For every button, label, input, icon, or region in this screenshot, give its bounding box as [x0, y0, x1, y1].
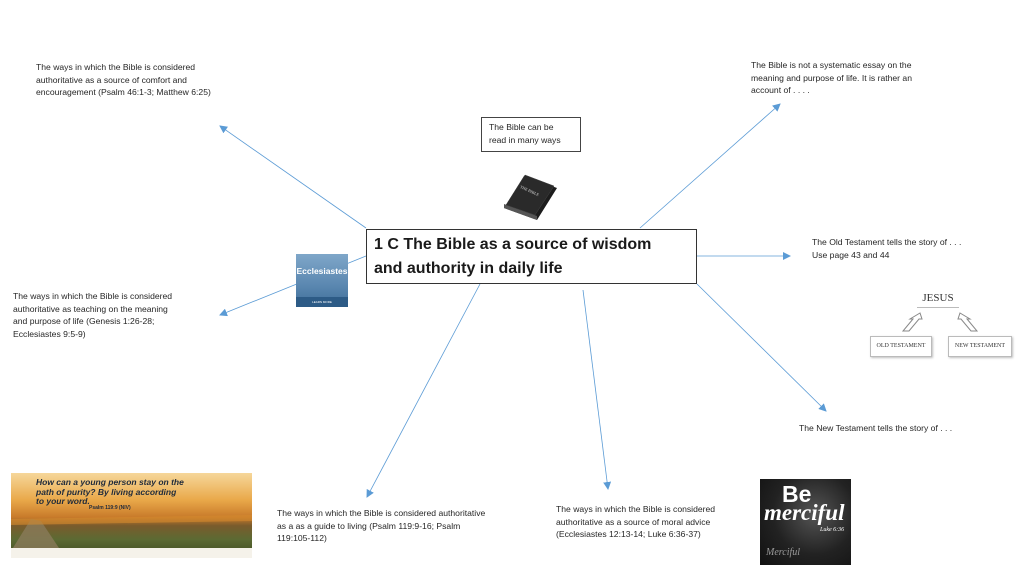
be-merciful-watermark: Merciful — [766, 547, 801, 558]
psalm-sunset-image: How can a young person stay on the path … — [11, 473, 252, 558]
note-guide-line: The ways in which the Bible is considere… — [277, 508, 486, 518]
jesus-split-arrows-icon — [901, 312, 979, 332]
main-title-box: 1 C The Bible as a source of wisdom and … — [366, 229, 697, 284]
note-systematic-line: meaning and purpose of life. It is rathe… — [751, 72, 912, 83]
new-testament-label: NEW TESTAMENT — [948, 336, 1012, 357]
arrow-to-guide — [366, 283, 481, 498]
jesus-label: JESUS — [917, 290, 959, 308]
note-teaching-line: and purpose of life (Genesis 1:26-28; — [13, 316, 155, 326]
ecclesiastes-footer: LEARN MORE — [296, 297, 348, 307]
psalm-caption-strip — [11, 548, 252, 558]
ecclesiastes-title: Ecclesiastes — [296, 266, 348, 276]
note-teaching-line: authoritative as teaching on the meaning — [13, 303, 168, 314]
jesus-diagram: JESUS OLD TESTAMENT NEW TESTAMENT — [870, 290, 1012, 360]
note-comfort: The ways in which the Bible is considere… — [36, 61, 266, 99]
main-title-line: and authority in daily life — [374, 260, 563, 277]
ecclesiastes-image: Ecclesiastes LEARN MORE — [296, 254, 348, 307]
note-moral: The ways in which the Bible is considere… — [556, 503, 756, 541]
be-merciful-title: Be — [782, 481, 812, 507]
note-new-testament: The New Testament tells the story of . .… — [799, 423, 953, 433]
read-many-ways-box: The Bible can be read in many ways — [481, 117, 581, 152]
be-merciful-reference: Luke 6:36 — [820, 527, 845, 533]
note-moral-line: authoritative as a source of moral advic… — [556, 516, 711, 527]
arrow-to-moral — [582, 289, 612, 490]
note-guide: The ways in which the Bible is considere… — [277, 507, 537, 545]
note-guide-line: 119:105-112) — [277, 533, 327, 543]
note-systematic-line: account of . . . . — [751, 85, 810, 95]
note-systematic-line: The Bible is not a systematic essay on t… — [751, 60, 912, 70]
note-old-testament-line: Use page 43 and 44 — [812, 249, 890, 260]
note-moral-line: The ways in which the Bible is considere… — [556, 504, 716, 514]
note-teaching-line: Ecclesiastes 9:5-9) — [13, 328, 86, 339]
arrow-to-new-testament — [696, 283, 827, 412]
note-comfort-line: authoritative as a source of comfort and — [36, 74, 187, 85]
be-merciful-subtitle: merciful — [764, 500, 845, 525]
read-many-ways-line: The Bible can be — [489, 122, 554, 132]
note-teaching-line: The ways in which the Bible is considere… — [13, 291, 173, 301]
note-comfort-line: encouragement (Psalm 46:1-3; Matthew 6:2… — [36, 87, 211, 97]
old-testament-label: OLD TESTAMENT — [870, 336, 932, 357]
dirt-road-graphic — [11, 515, 252, 551]
arrow-to-systematic — [639, 103, 781, 229]
note-moral-line: (Ecclesiastes 12:13-14; Luke 6:36-37) — [556, 529, 701, 539]
arrow-to-comfort — [219, 125, 367, 229]
be-merciful-image: Be merciful Luke 6:36 Merciful — [760, 479, 851, 565]
note-old-testament-line: The Old Testament tells the story of . .… — [812, 237, 962, 247]
note-teaching: The ways in which the Bible is considere… — [13, 290, 213, 340]
main-title-line: 1 C The Bible as a source of wisdom — [374, 236, 652, 253]
note-systematic: The Bible is not a systematic essay on t… — [751, 59, 981, 97]
psalm-quote: How can a young person stay on the path … — [36, 477, 184, 506]
note-comfort-line: The ways in which the Bible is considere… — [36, 62, 196, 72]
bible-book-image: THE BIBLE — [504, 174, 557, 220]
note-guide-line: as a as a guide to living (Psalm 119:9-1… — [277, 520, 461, 531]
psalm-reference: Psalm 119:9 (NIV) — [89, 505, 131, 511]
note-old-testament: The Old Testament tells the story of . .… — [812, 236, 1012, 261]
read-many-ways-line: read in many ways — [489, 134, 561, 145]
